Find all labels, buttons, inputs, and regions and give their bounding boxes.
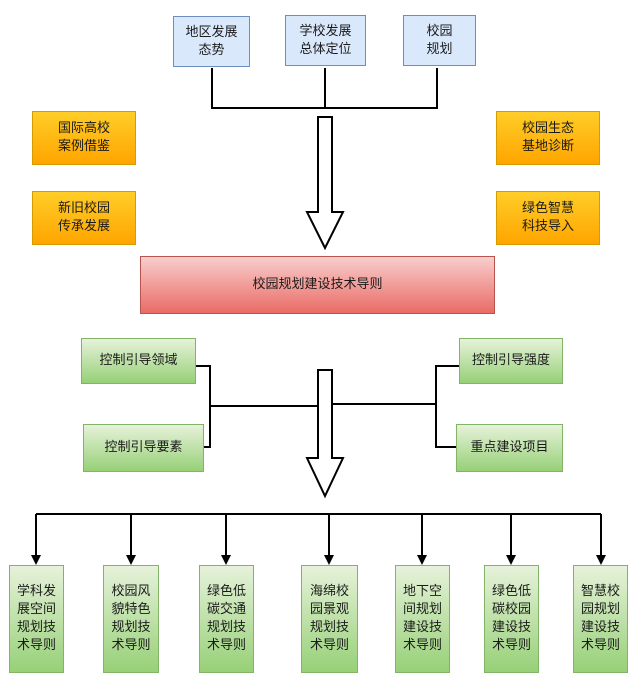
input-box-campus-planning: 校园 规划 bbox=[403, 15, 476, 66]
output-box-low-carbon-traffic: 绿色低 碳交通 规划技 术导则 bbox=[199, 565, 254, 673]
top-bracket-connector bbox=[211, 68, 438, 109]
factor-box-ecological-diagnosis: 校园生态 基地诊断 bbox=[496, 111, 600, 165]
control-box-domain: 控制引导领域 bbox=[81, 338, 196, 384]
factor-box-international-cases: 国际高校 案例借鉴 bbox=[32, 111, 136, 165]
input-box-regional-development: 地区发展 态势 bbox=[173, 16, 250, 67]
output-box-underground-space: 地下空 间规划 建设技 术导则 bbox=[395, 565, 450, 673]
core-guideline-box: 校园规划建设技术导则 bbox=[140, 256, 495, 314]
output-box-green-campus: 绿色低 碳校园 建设技 术导则 bbox=[484, 565, 539, 673]
right-controls-connector bbox=[332, 365, 459, 448]
output-box-sponge-landscape: 海绵校 园景观 规划技 术导则 bbox=[301, 565, 358, 673]
left-controls-connector bbox=[196, 365, 318, 448]
big-down-arrow-2 bbox=[305, 369, 345, 499]
control-box-elements: 控制引导要素 bbox=[83, 424, 204, 472]
input-box-school-positioning: 学校发展 总体定位 bbox=[285, 15, 366, 66]
output-box-campus-style: 校园风 貌特色 规划技 术导则 bbox=[103, 565, 159, 673]
factor-box-smart-technology: 绿色智慧 科技导入 bbox=[496, 191, 600, 245]
output-box-discipline-space: 学科发 展空间 规划技 术导则 bbox=[9, 565, 64, 673]
output-box-smart-campus: 智慧校 园规划 建设技 术导则 bbox=[573, 565, 628, 673]
big-down-arrow-1 bbox=[305, 116, 345, 251]
control-box-key-projects: 重点建设项目 bbox=[456, 424, 563, 472]
output-drop-arrows bbox=[31, 514, 606, 565]
control-box-intensity: 控制引导强度 bbox=[459, 338, 563, 384]
factor-box-campus-heritage: 新旧校园 传承发展 bbox=[32, 191, 136, 245]
